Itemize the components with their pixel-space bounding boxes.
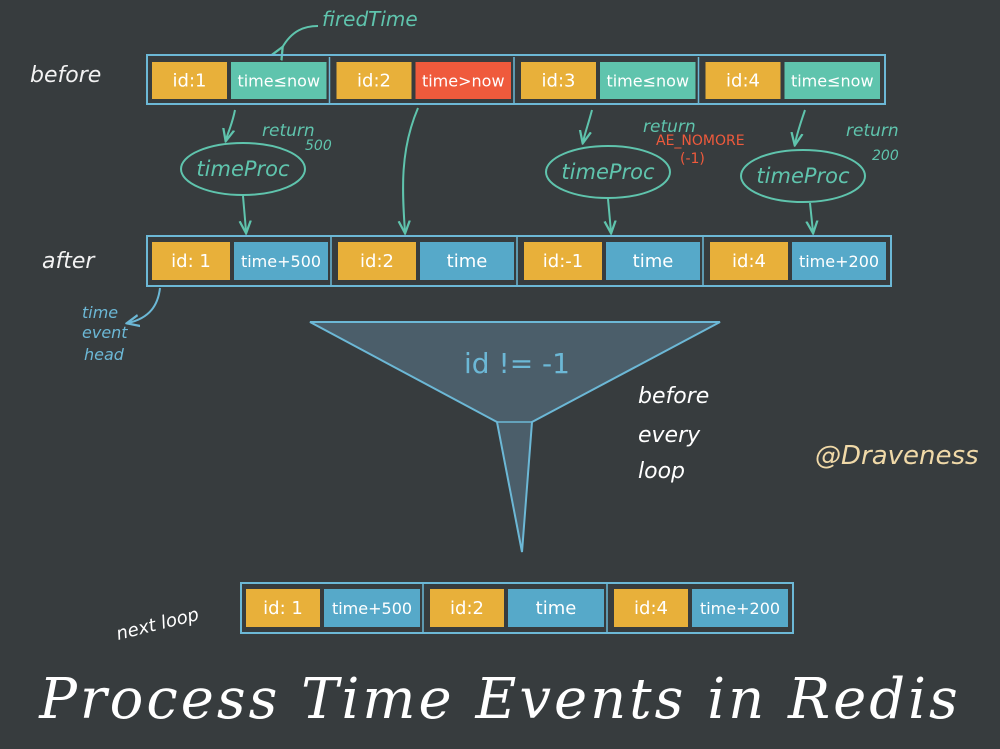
timeproc-3-to-after-arrow [608, 198, 611, 232]
event-time-cell [231, 62, 327, 99]
after-label: after [42, 249, 96, 274]
time-event-head-line-3: head [84, 345, 125, 364]
diagram-title: Process Time Events in Redis [38, 667, 961, 732]
fired-time-label: firedTime [322, 7, 418, 31]
event-time-text: time>now [422, 72, 505, 91]
event-id-cell [336, 62, 412, 99]
return-200-label: return [846, 121, 899, 141]
author-signature: @Draveness [815, 441, 979, 471]
event-id-cell [152, 62, 227, 99]
event-id-cell [430, 589, 504, 627]
event-id-cell [152, 242, 230, 280]
event-2-skip-arrow [403, 107, 419, 232]
event-1-to-timeproc-arrow [226, 109, 236, 140]
next-loop-label: next loop [114, 604, 201, 645]
event-time-cell [784, 62, 880, 99]
event-id-text: id:2 [450, 598, 484, 619]
timeproc-label-4: timeProc [756, 164, 850, 188]
next-loop-event-list: id: 1 time+500 id:2 time id:4 time+200 [240, 582, 794, 634]
timeproc-node-4 [740, 149, 866, 203]
event-id-text: id:4 [726, 71, 760, 92]
event-id-text: id:1 [173, 71, 207, 92]
before-every-loop-line-1: before [638, 384, 709, 409]
return-nomore-label: return [643, 117, 696, 137]
event-time-cell [606, 242, 700, 280]
return-nomore-constant: AE_NOMORE [656, 133, 745, 149]
event-id-text: id:-1 [543, 251, 583, 272]
event-id-cell [710, 242, 788, 280]
return-nomore-value: (-1) [680, 151, 705, 167]
return-500-value: 500 [305, 138, 332, 154]
event-time-cell [792, 242, 886, 280]
before-list-frame [146, 54, 886, 105]
return-200-value: 200 [872, 148, 899, 164]
timeproc-node-1 [180, 142, 306, 196]
before-every-loop-line-3: loop [638, 459, 685, 484]
event-id-text: id:3 [542, 71, 576, 92]
event-id-text: id: 1 [263, 598, 303, 619]
return-500-label: return [262, 121, 315, 141]
time-event-head-line-1: time [82, 303, 118, 322]
before-label: before [30, 63, 101, 88]
event-id-cell [521, 62, 596, 99]
event-id-cell [614, 589, 688, 627]
event-time-text: time≤now [237, 72, 320, 91]
event-time-cell [508, 589, 604, 627]
event-3-to-timeproc-arrow [583, 109, 593, 142]
filter-condition: id != -1 [464, 347, 570, 380]
event-time-cell [420, 242, 514, 280]
before-every-loop-line-2: every [638, 423, 701, 448]
event-time-text: time+500 [332, 599, 412, 618]
event-4-to-timeproc-arrow [795, 109, 806, 144]
filter-funnel [309, 321, 721, 553]
fired-time-arrow [282, 25, 319, 48]
event-time-text: time [536, 598, 577, 619]
event-id-text: id:4 [634, 598, 668, 619]
event-id-text: id:2 [357, 71, 391, 92]
event-time-text: time≤now [791, 72, 874, 91]
event-time-cell [324, 589, 420, 627]
event-time-text: time [633, 251, 674, 272]
timeproc-1-to-after-arrow [243, 195, 246, 232]
event-time-text: time≤now [606, 72, 689, 91]
timeproc-label-1: timeProc [196, 157, 290, 181]
event-time-text: time+200 [799, 252, 879, 271]
event-time-text: time+500 [241, 252, 321, 271]
timeproc-node-3 [545, 145, 671, 199]
event-id-text: id:4 [732, 251, 766, 272]
event-time-text: time+200 [700, 599, 780, 618]
event-time-cell [600, 62, 696, 99]
time-event-head-line-2: event [82, 323, 128, 342]
event-id-text: id:2 [360, 251, 394, 272]
event-time-cell [234, 242, 328, 280]
after-list-frame [146, 235, 892, 287]
timeproc-4-to-after-arrow [810, 202, 813, 232]
event-id-text: id: 1 [171, 251, 211, 272]
timeproc-label-3: timeProc [561, 160, 655, 184]
event-id-cell [246, 589, 320, 627]
event-id-cell [524, 242, 602, 280]
event-time-cell [415, 62, 511, 99]
event-time-text: time [447, 251, 488, 272]
event-time-cell [692, 589, 788, 627]
event-id-cell [705, 62, 781, 99]
next-list-frame [240, 582, 794, 634]
before-event-list: id:1 time≤now id:2 time>now id:3 time≤now id:4… [146, 54, 886, 105]
after-event-list: id: 1 time+500 id:2 time id:-1 time id:4 time+2… [146, 235, 892, 287]
time-event-head-arrow [128, 287, 161, 323]
event-id-cell [338, 242, 416, 280]
